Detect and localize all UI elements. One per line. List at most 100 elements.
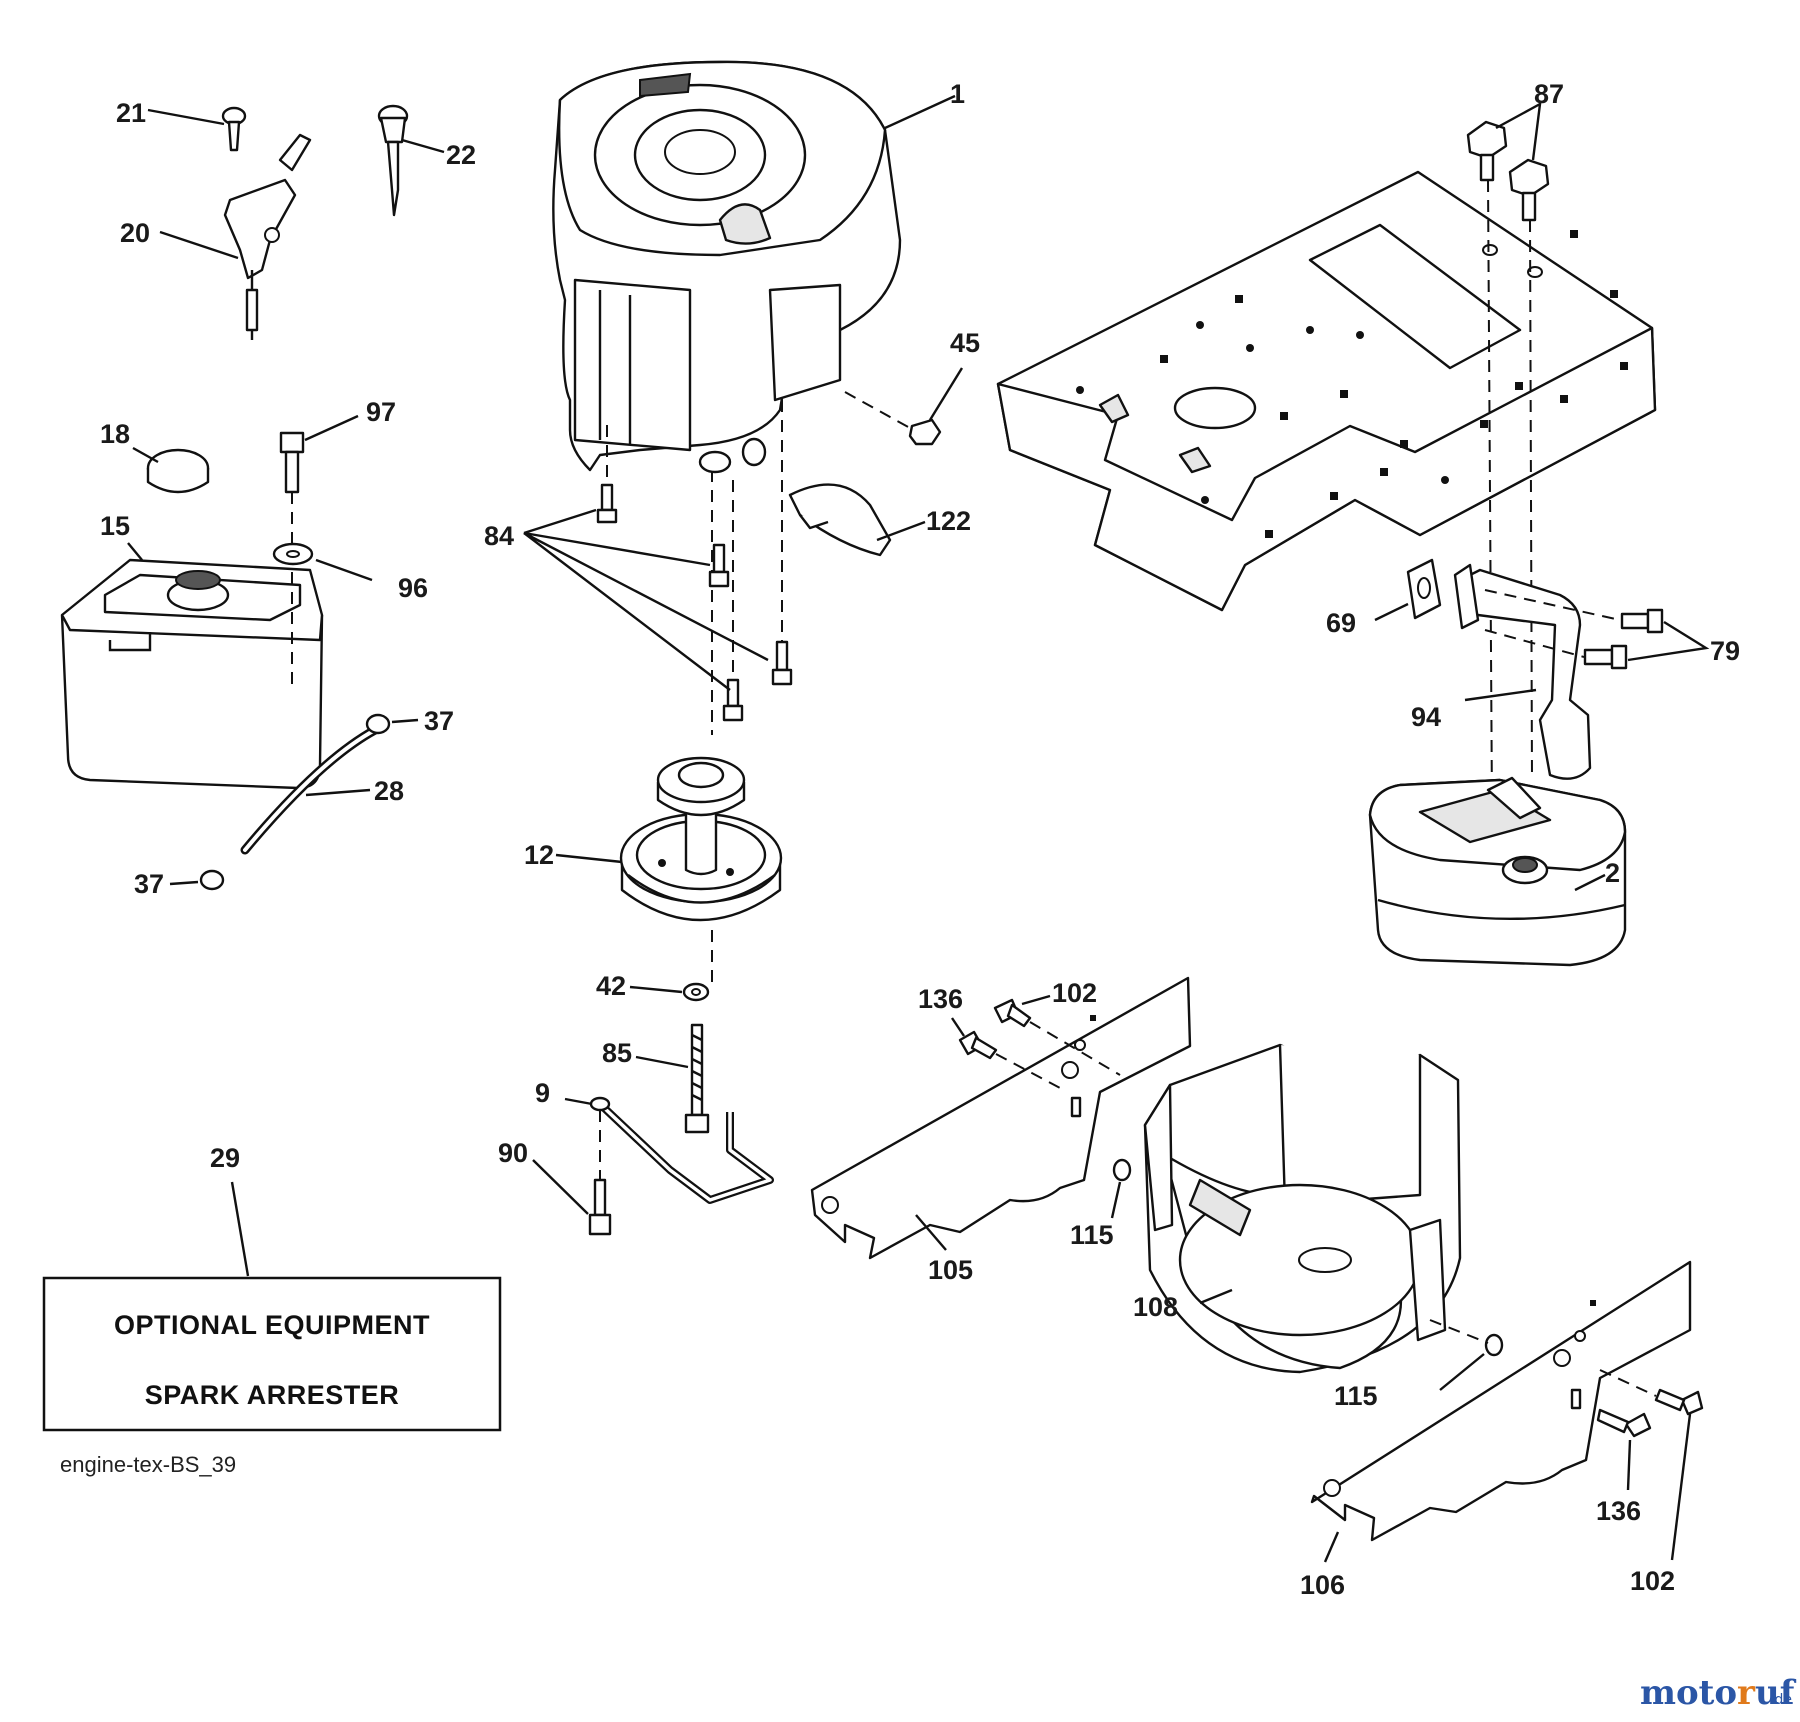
callout-102-lower: 102 [1630, 1566, 1675, 1596]
callout-22: 22 [446, 140, 476, 170]
leader-37-upper [391, 718, 419, 724]
chassis-plate-part [996, 170, 1657, 612]
watermark-suffix: .de [1770, 1692, 1792, 1708]
dashed-path-87b [1529, 219, 1533, 781]
leader-84-c [523, 531, 769, 662]
callout-94: 94 [1411, 702, 1441, 732]
callout-96: 96 [398, 573, 428, 603]
bolt-136-upper-part [958, 1030, 998, 1060]
bolt-87-a-part [1466, 120, 1508, 182]
leader-20 [159, 230, 239, 260]
callout-37-upper: 37 [424, 706, 454, 736]
callout-2: 2 [1605, 858, 1620, 888]
callout-37-lower: 37 [134, 869, 164, 899]
callout-79: 79 [1710, 636, 1740, 666]
callout-105: 105 [928, 1255, 973, 1285]
callout-115-lower: 115 [1334, 1381, 1378, 1411]
bolt-87-b-part [1508, 158, 1550, 222]
watermark-logo: motoruf .de [1640, 1673, 1797, 1713]
callout-69: 69 [1326, 608, 1356, 638]
leader-87 [1495, 101, 1542, 161]
bracket-9-part [589, 1096, 774, 1204]
washer-115-lower-part [1484, 1333, 1504, 1357]
leader-108 [1199, 1288, 1233, 1305]
leader-28 [305, 788, 371, 797]
leader-102-lower [1670, 1413, 1692, 1561]
leader-37-lower [169, 880, 199, 886]
leader-42 [629, 985, 683, 994]
dashed-path-79b [1484, 629, 1585, 658]
callout-12: 12 [524, 840, 554, 870]
callout-18: 18 [100, 419, 130, 449]
choke-knob-22-part [377, 104, 409, 217]
callout-21: 21 [116, 98, 146, 128]
callout-1: 1 [950, 79, 965, 109]
callout-85: 85 [602, 1038, 632, 1068]
screw-21-part [221, 106, 247, 152]
leader-105 [915, 1214, 947, 1251]
dashed-path-102-lower [1599, 1369, 1657, 1397]
callout-108: 108 [1133, 1292, 1178, 1322]
leader-79 [1627, 620, 1710, 662]
bolt-136-lower-part [1596, 1408, 1652, 1438]
callout-122: 122 [926, 506, 971, 536]
callout-9: 9 [535, 1078, 550, 1108]
leader-84-a [523, 508, 597, 535]
callout-20: 20 [120, 218, 150, 248]
dashed-path-102-upper [1029, 1021, 1121, 1076]
leader-97 [304, 414, 359, 442]
optional-equipment-box [42, 1276, 502, 1432]
washer-115-upper-part [1112, 1158, 1132, 1182]
optional-equipment-line2: SPARK ARRESTER [145, 1380, 400, 1410]
bolt-85-part [684, 1023, 710, 1134]
bolt-84-b-part [708, 543, 730, 588]
leader-22 [401, 138, 445, 154]
leader-69 [1374, 602, 1409, 622]
leader-15 [127, 542, 143, 561]
fuel-line-28-part [240, 725, 380, 855]
leader-94 [1464, 688, 1537, 702]
callout-106: 106 [1300, 1570, 1345, 1600]
fuel-tank-15-part [60, 558, 324, 790]
leader-9 [564, 1097, 593, 1106]
leader-102-upper [1021, 994, 1051, 1006]
throttle-control-part [223, 133, 312, 340]
leader-21 [147, 108, 225, 126]
leader-115-lower [1439, 1353, 1485, 1391]
callout-97: 97 [366, 397, 396, 427]
leader-90 [532, 1159, 589, 1215]
pulley-12-part [619, 756, 783, 922]
muffler-2-part [1368, 776, 1627, 967]
callout-136-upper: 136 [918, 984, 963, 1014]
leader-136-lower [1626, 1439, 1632, 1491]
dashed-path-87a [1487, 179, 1493, 809]
gasket-69-part [1406, 558, 1442, 620]
bolt-79-a-part [1620, 608, 1664, 634]
leader-1 [884, 94, 956, 130]
callout-42: 42 [596, 971, 626, 1001]
bolt-84-a-part [596, 483, 618, 524]
leader-122 [876, 520, 926, 542]
callout-29: 29 [210, 1143, 240, 1173]
callout-102-upper: 102 [1052, 978, 1097, 1008]
bolt-90-part [588, 1178, 612, 1236]
callout-87: 87 [1534, 79, 1564, 109]
bolt-102-lower-part [1654, 1388, 1704, 1416]
callout-45: 45 [950, 328, 980, 358]
callout-84: 84 [484, 521, 514, 551]
callout-136-lower: 136 [1596, 1496, 1641, 1526]
leader-12 [555, 853, 623, 864]
dashed-path-115-lower [1429, 1319, 1489, 1344]
leader-115-upper [1110, 1181, 1122, 1219]
housing-108-part [1143, 1043, 1462, 1374]
dashed-path-136-upper [995, 1053, 1061, 1089]
leader-85 [635, 1055, 689, 1069]
bracket-105-part [810, 976, 1192, 1260]
clamp-37-lower-part [199, 869, 225, 891]
callout-115-upper: 115 [1070, 1220, 1114, 1250]
dashed-path-45 [844, 391, 911, 429]
leader-45 [928, 367, 964, 421]
leader-18 [132, 446, 159, 464]
bolt-84-d-part [722, 678, 744, 722]
